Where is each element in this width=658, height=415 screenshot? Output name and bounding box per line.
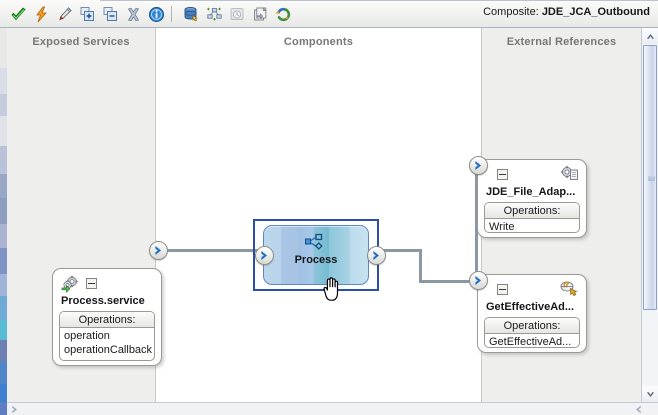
wire-riser-to-file-adapter (475, 162, 478, 282)
vertical-scrollbar-thumb[interactable] (643, 45, 657, 310)
operation-item[interactable]: operationCallback (64, 344, 153, 356)
node-title-get-effective-address: GetEffectiveAd... (486, 301, 575, 313)
lane-title-exposed-services: Exposed Services (32, 36, 130, 48)
wire-process-out-h1 (378, 249, 422, 252)
node-title-jde-file-adapter: JDE_File_Adap... (486, 186, 576, 198)
operations-header-get-effective-address: Operations: (485, 318, 579, 334)
document-stack-icon[interactable] (250, 4, 270, 24)
composite-name: JDE_JCA_Outbound (541, 6, 650, 18)
port-jde-file-adapter-in[interactable] (469, 156, 488, 175)
wire-service-to-process (155, 249, 265, 252)
info-icon[interactable] (146, 4, 166, 24)
node-title-process-service: Process.service (61, 295, 145, 307)
port-process-in[interactable] (255, 246, 274, 265)
composite-label: Composite: (483, 6, 539, 18)
composite-title: Composite: JDE_JCA_Outbound (483, 6, 650, 18)
operations-box-jde-file-adapter: Operations: Write (484, 202, 580, 233)
hierarchy-icon[interactable] (204, 4, 224, 24)
scroll-left-arrow-icon[interactable] (8, 403, 20, 415)
lane-components: Components (156, 28, 481, 402)
toolbar: Composite: JDE_JCA_Outbound (0, 0, 658, 28)
file-adapter-gear-icon (559, 165, 579, 188)
operations-header-process-service: Operations: (60, 312, 154, 328)
service-gear-icon (61, 275, 81, 298)
toolbar-top-divider (100, 0, 658, 1)
add-box-icon[interactable] (77, 4, 97, 24)
bpel-process-icon (304, 233, 329, 256)
node-process-component[interactable]: Process (263, 225, 369, 285)
node-process-service[interactable]: Process.service Operations: operation op… (52, 241, 168, 366)
wire-process-out-v (419, 249, 422, 283)
jde-adapter-icon (559, 279, 579, 302)
operations-box-get-effective-address: Operations: GetEffectiveAd... (484, 317, 580, 348)
collapse-toggle-get-effective-address[interactable] (497, 284, 508, 295)
horizontal-scrollbar[interactable] (0, 402, 658, 415)
operations-list-get-effective-address: GetEffectiveAd... (485, 334, 579, 348)
collapse-toggle-jde-file-adapter[interactable] (497, 169, 508, 180)
refresh-icon[interactable] (273, 4, 293, 24)
clock-disk-icon[interactable] (227, 4, 247, 24)
operations-list-process-service: operation operationCallback (60, 328, 154, 357)
operation-item[interactable]: operation (64, 330, 110, 342)
toolbar-separator (171, 6, 172, 22)
port-process-out[interactable] (367, 246, 386, 265)
scrollbar-grip (648, 176, 655, 181)
remove-box-icon[interactable] (100, 4, 120, 24)
operations-list-jde-file-adapter: Write (485, 219, 579, 233)
validate-icon[interactable] (8, 4, 28, 24)
lane-title-external-references: External References (506, 36, 617, 48)
operation-item[interactable]: Write (489, 221, 515, 233)
window-bottom-accent (0, 402, 7, 415)
lane-title-components: Components (283, 36, 354, 48)
wire-process-out-h2 (419, 280, 479, 283)
scroll-up-arrow-icon[interactable] (642, 28, 658, 44)
delete-x-icon[interactable] (123, 4, 143, 24)
operations-box-process-service: Operations: operation operationCallback (59, 311, 155, 361)
port-get-effective-address-in[interactable] (469, 271, 488, 290)
vertical-scrollbar[interactable] (641, 28, 658, 402)
scroll-down-arrow-icon[interactable] (642, 386, 658, 402)
node-title-process: Process (294, 254, 338, 266)
database-icon[interactable] (181, 4, 201, 24)
node-jde-file-adapter[interactable]: JDE_File_Adap... Operations: Write (469, 156, 587, 238)
lightning-icon[interactable] (31, 4, 51, 24)
background-window-strip (0, 28, 7, 415)
operations-header-jde-file-adapter: Operations: (485, 203, 579, 219)
pencil-icon[interactable] (54, 4, 74, 24)
port-process-service-out[interactable] (149, 241, 168, 260)
composite-canvas[interactable]: Exposed Services Components External Ref… (7, 28, 641, 402)
node-get-effective-address[interactable]: GetEffectiveAd... Operations: GetEffecti… (469, 271, 587, 353)
operation-item[interactable]: GetEffectiveAd... (489, 336, 572, 348)
collapse-toggle-process-service[interactable] (86, 278, 97, 289)
scroll-right-arrow-icon[interactable] (632, 403, 644, 415)
